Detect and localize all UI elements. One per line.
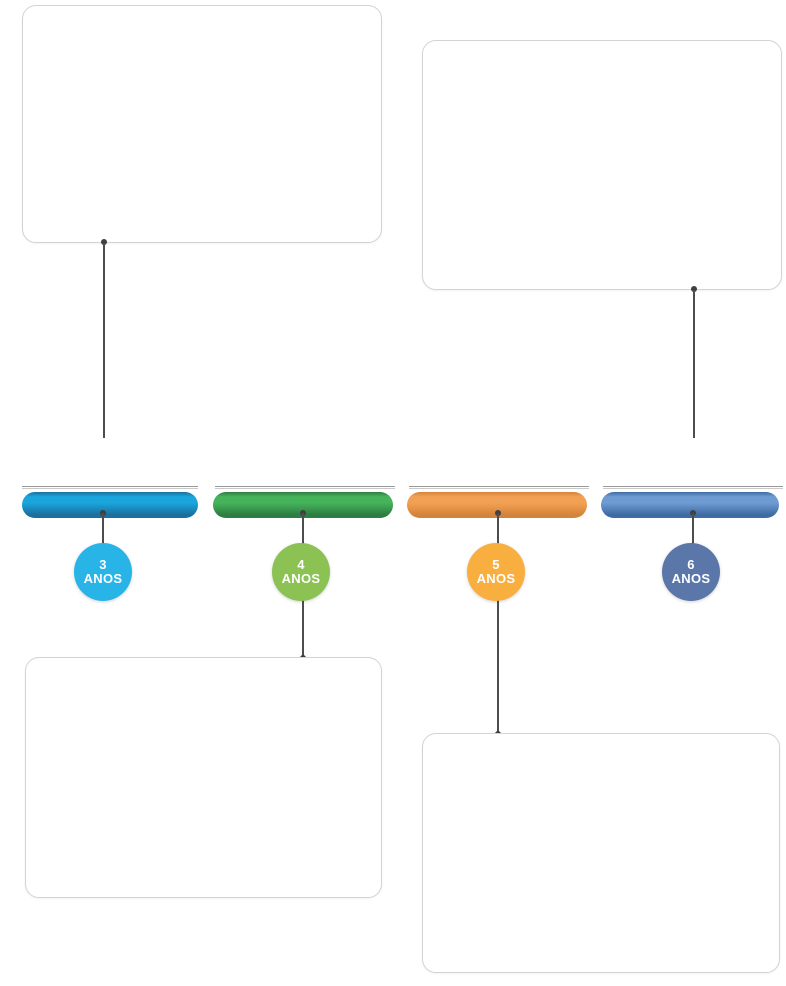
bar-body-stage-1: [22, 492, 198, 518]
bar-rule-stage-3: [409, 486, 589, 489]
content-box-top-right-text: [423, 41, 781, 69]
connector-line-top-right: [693, 290, 695, 438]
year-circle-4-anos[interactable]: 4 ANOS: [272, 543, 330, 601]
timeline-bar-stage-1[interactable]: [22, 492, 198, 521]
credit-watermark: [775, 482, 785, 544]
content-box-bottom-right[interactable]: [422, 733, 780, 973]
year-number-6: 6: [687, 557, 695, 573]
year-unit-5: ANOS: [476, 571, 516, 586]
year-number-3: 3: [99, 557, 107, 573]
connector-line-stage-1: [102, 513, 104, 553]
content-box-top-left[interactable]: [22, 5, 382, 243]
year-unit-6: ANOS: [671, 571, 711, 586]
content-box-bottom-left[interactable]: [25, 657, 382, 898]
connector-line-top-left: [103, 243, 105, 438]
year-unit-3: ANOS: [83, 571, 123, 586]
bar-rule-stage-2: [215, 486, 395, 489]
year-unit-4: ANOS: [281, 571, 321, 586]
bar-rule-stage-4: [603, 486, 783, 489]
bar-rule-stage-1: [22, 486, 198, 489]
content-box-bottom-left-text: [26, 658, 381, 686]
connector-line-stage-4: [692, 513, 694, 553]
year-number-5: 5: [492, 557, 500, 573]
connector-dot-top-left: [101, 239, 107, 245]
year-circle-6-anos[interactable]: 6 ANOS: [662, 543, 720, 601]
content-box-bottom-right-text: [423, 734, 779, 762]
year-number-4: 4: [297, 557, 305, 573]
connector-dot-top-right: [691, 286, 697, 292]
content-box-top-right[interactable]: [422, 40, 782, 290]
year-circle-3-anos[interactable]: 3 ANOS: [74, 543, 132, 601]
year-circle-5-anos[interactable]: 5 ANOS: [467, 543, 525, 601]
content-box-top-left-text: [23, 6, 381, 34]
connector-line-stage-3: [497, 513, 499, 734]
